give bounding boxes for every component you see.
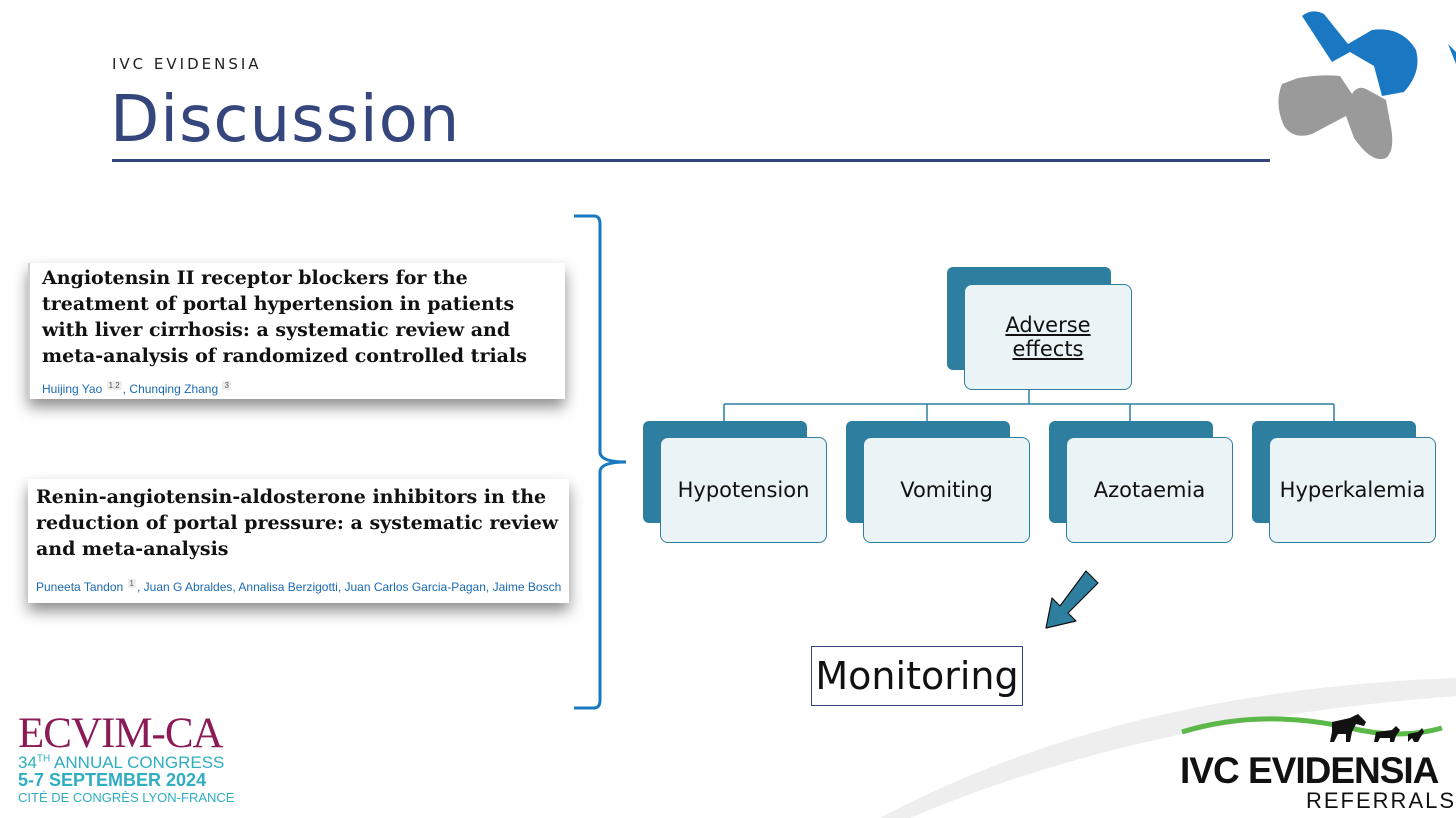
ivc-logo-name: IVC EVIDENSIA [1180, 750, 1439, 791]
title-underline [112, 159, 1270, 162]
node-label: Azotaemia [1093, 478, 1206, 502]
node-azotaemia: Azotaemia [1066, 437, 1233, 543]
author-link[interactable]: Huijing Yao [42, 382, 103, 396]
author-link[interactable]: Annalisa Berzigotti [238, 580, 338, 594]
paper-title: Renin-angiotensin-aldosterone inhibitors… [36, 486, 559, 560]
root-node-label: Adverse effects [1005, 313, 1091, 361]
node-label: Vomiting [900, 478, 993, 502]
ivc-logo-sub: REFERRALS [1306, 788, 1456, 813]
ecvim-dates: 5-7 SEPTEMBER 2024 [18, 770, 207, 790]
paper-card-2[interactable]: Renin-angiotensin-aldosterone inhibitors… [28, 479, 569, 603]
animals-silhouette-icon [1181, 714, 1443, 742]
ecvim-congress: 34TH ANNUAL CONGRESS [18, 753, 225, 772]
paper-authors: Puneeta Tandon 1, Juan G Abraldes, Annal… [36, 579, 562, 594]
author-link[interactable]: Jaime Bosch [492, 580, 562, 594]
arrow-down-left-icon [1045, 570, 1099, 629]
author-affiliation: 1 [127, 579, 136, 588]
paper-title: Angiotensin II receptor blockers for the… [42, 267, 527, 367]
decorative-swoosh [880, 678, 1456, 818]
paper-authors: Huijing Yao 1 2, Chunqing Zhang 3 [42, 381, 231, 396]
ecvim-venue: CITÉ DE CONGRÈS LYON-FRANCE [18, 790, 235, 805]
right-brace [574, 214, 627, 710]
node-hypotension: Hypotension [660, 437, 827, 543]
outcome-monitoring: Monitoring [811, 646, 1023, 706]
author-link[interactable]: Juan Carlos Garcia-Pagan [344, 580, 486, 594]
author-link[interactable]: Chunqing Zhang [129, 382, 219, 396]
node-label: Hyperkalemia [1279, 478, 1426, 502]
node-vomiting: Vomiting [863, 437, 1030, 543]
author-affiliation: 3 [222, 381, 231, 390]
author-link[interactable]: Juan G Abraldes [143, 580, 233, 594]
author-affiliation: 1 2 [106, 381, 122, 390]
brand-label: IVC EVIDENSIA [112, 55, 262, 73]
node-hyperkalemia: Hyperkalemia [1269, 437, 1436, 543]
page-title: Discussion [110, 83, 461, 157]
node-label: Hypotension [677, 478, 810, 502]
root-node: Adverse effects [964, 284, 1132, 390]
author-link[interactable]: Puneeta Tandon [36, 580, 124, 594]
paper-card-1[interactable]: Angiotensin II receptor blockers for the… [28, 263, 565, 399]
ecvim-logo-name: ECVIM-CA [18, 710, 224, 757]
diagram-connectors [723, 385, 1335, 421]
ivc-logo-mark-icon [1278, 11, 1456, 160]
